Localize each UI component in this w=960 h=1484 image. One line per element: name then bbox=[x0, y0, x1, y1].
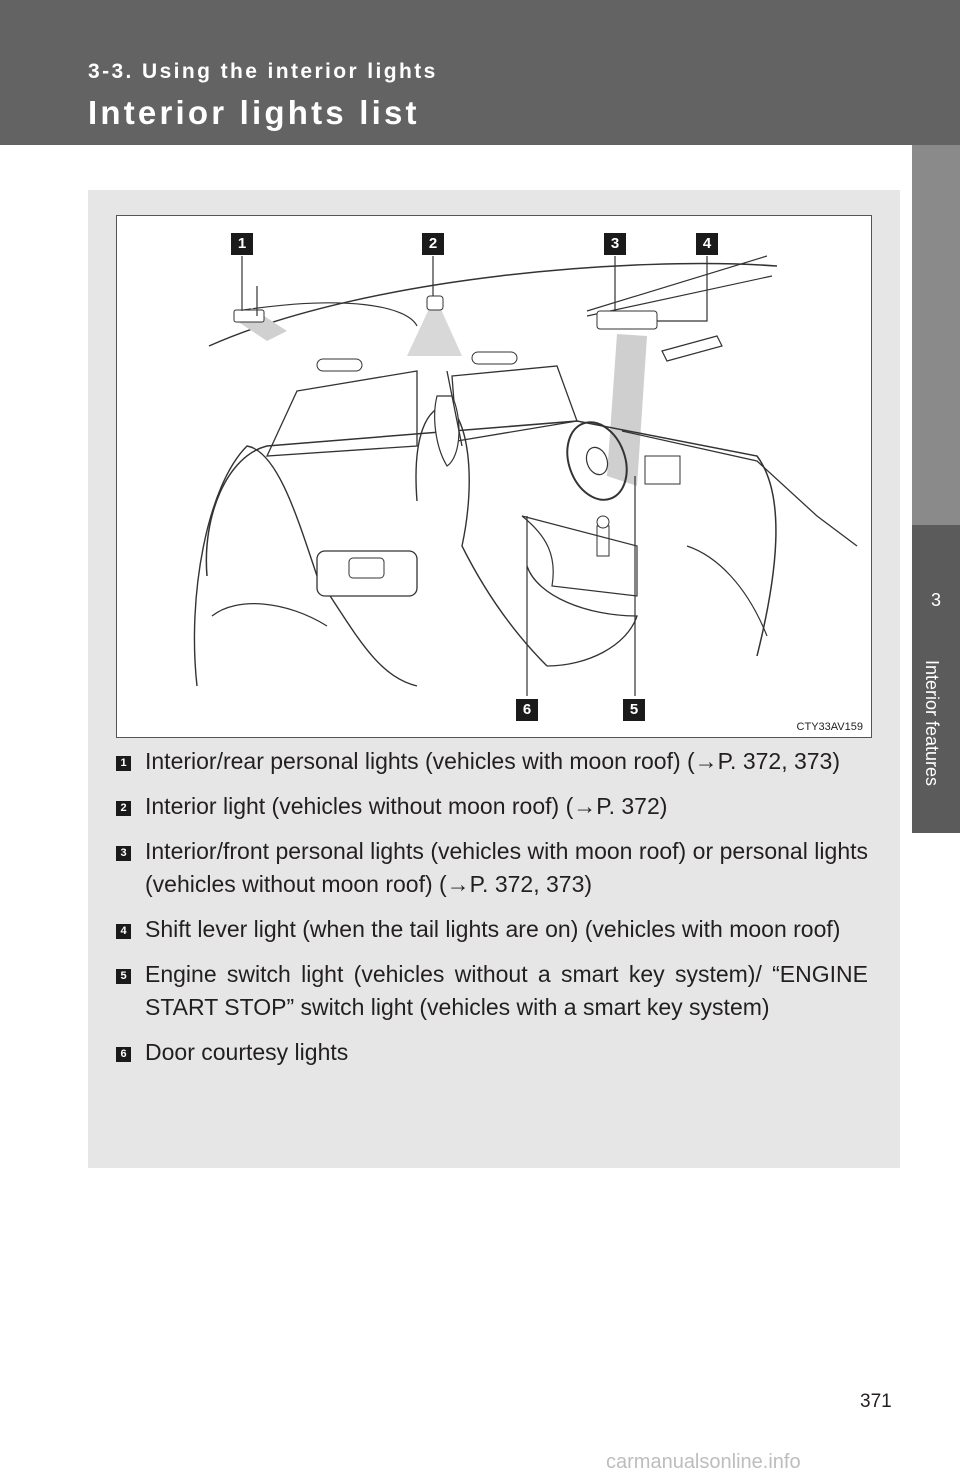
legend-text: Door courtesy lights bbox=[145, 1039, 349, 1065]
legend-text: Interior light (vehicles without moon ro… bbox=[145, 793, 668, 819]
car-interior-figure: 1 2 3 4 5 6 CTY33AV159 bbox=[116, 215, 872, 738]
page-title: Interior lights list bbox=[88, 94, 420, 131]
legend-marker-3: 3 bbox=[116, 846, 131, 861]
chapter-number: 3 bbox=[930, 590, 941, 610]
legend-item: 2 Interior light (vehicles without moon … bbox=[116, 790, 868, 823]
watermark[interactable]: carmanualsonline.info bbox=[606, 1451, 801, 1473]
legend-text: Interior/front personal lights (vehicles… bbox=[145, 838, 868, 897]
callout-6: 6 bbox=[516, 699, 538, 721]
legend-marker-2: 2 bbox=[116, 801, 131, 816]
car-interior-illustration bbox=[193, 255, 858, 696]
legend-text: Interior/rear personal lights (vehicles … bbox=[145, 748, 841, 774]
legend-marker-1: 1 bbox=[116, 756, 131, 771]
legend-list: 1 Interior/rear personal lights (vehicle… bbox=[116, 745, 868, 1081]
side-tab-upper bbox=[912, 145, 960, 525]
legend-marker-4: 4 bbox=[116, 924, 131, 939]
legend-item: 3 Interior/front personal lights (vehicl… bbox=[116, 835, 868, 901]
chapter-title: Interior features bbox=[922, 660, 942, 787]
legend-item: 6 Door courtesy lights bbox=[116, 1036, 868, 1069]
callout-2: 2 bbox=[422, 233, 444, 255]
legend-marker-5: 5 bbox=[116, 969, 131, 984]
legend-item: 4 Shift lever light (when the tail light… bbox=[116, 913, 868, 946]
callout-1: 1 bbox=[231, 233, 253, 255]
page-header: 3-3. Using the interior lights Interior … bbox=[0, 0, 960, 145]
legend-marker-6: 6 bbox=[116, 1047, 131, 1062]
callout-3: 3 bbox=[604, 233, 626, 255]
callout-5: 5 bbox=[623, 699, 645, 721]
callout-4: 4 bbox=[696, 233, 718, 255]
legend-item: 1 Interior/rear personal lights (vehicle… bbox=[116, 745, 868, 778]
page-number: 371 bbox=[860, 1391, 892, 1412]
figure-code: CTY33AV159 bbox=[796, 721, 863, 733]
legend-text: Shift lever light (when the tail lights … bbox=[145, 916, 841, 942]
legend-item: 5 Engine switch light (vehicles without … bbox=[116, 958, 868, 1024]
chapter-tab[interactable] bbox=[912, 525, 960, 833]
legend-text: Engine switch light (vehicles without a … bbox=[145, 961, 868, 1020]
section-label: 3-3. Using the interior lights bbox=[88, 60, 438, 83]
